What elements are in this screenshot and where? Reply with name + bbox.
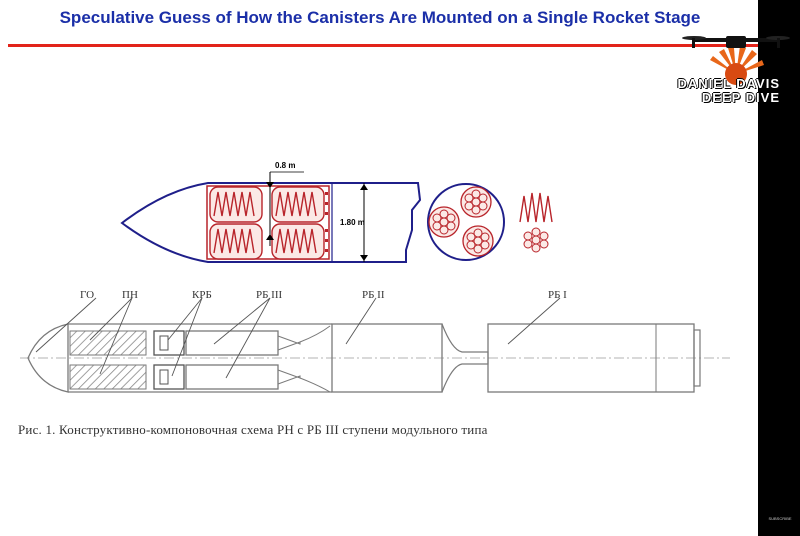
diameter-dimension-label: 1.80 m — [340, 218, 365, 227]
canister-detail — [519, 192, 553, 253]
channel-brand: DANIEL DAVIS DEEP DIVE — [672, 30, 800, 110]
fairing-side-view: 0.8 m 1.80 m — [120, 161, 422, 263]
fairing-end-view — [427, 183, 505, 261]
label-pn: ПН — [122, 289, 138, 301]
figure-caption: Рис. 1. Конструктивно-компоновочная схем… — [18, 422, 488, 437]
subscribe-watermark[interactable]: SUBSCRIBE — [768, 516, 792, 521]
canister-top-left — [209, 186, 263, 223]
label-go: ГО — [80, 289, 94, 301]
slide-title: Speculative Guess of How the Canisters A… — [59, 8, 701, 27]
canister-bottom-left — [209, 223, 263, 260]
canister-bottom-right — [271, 223, 325, 260]
spacing-dimension-label: 0.8 m — [275, 161, 295, 170]
label-rb3: РБ III — [256, 289, 283, 301]
right-black-bar — [758, 0, 800, 536]
drone-logo-icon — [682, 36, 790, 85]
label-rb1: РБ I — [548, 289, 567, 301]
brand-name-line1: DANIEL DAVIS — [677, 76, 780, 91]
rocket-diagram: 0.8 m 1.80 m — [20, 161, 730, 393]
label-krb: КРБ — [192, 289, 212, 301]
canister-top-right — [271, 186, 325, 223]
label-rb2: РБ II — [362, 289, 385, 301]
brand-name-line2: DEEP DIVE — [701, 90, 780, 105]
launch-vehicle-drawing: ГО ПН КРБ РБ III РБ II РБ I — [20, 289, 730, 393]
title-underline — [8, 44, 763, 47]
